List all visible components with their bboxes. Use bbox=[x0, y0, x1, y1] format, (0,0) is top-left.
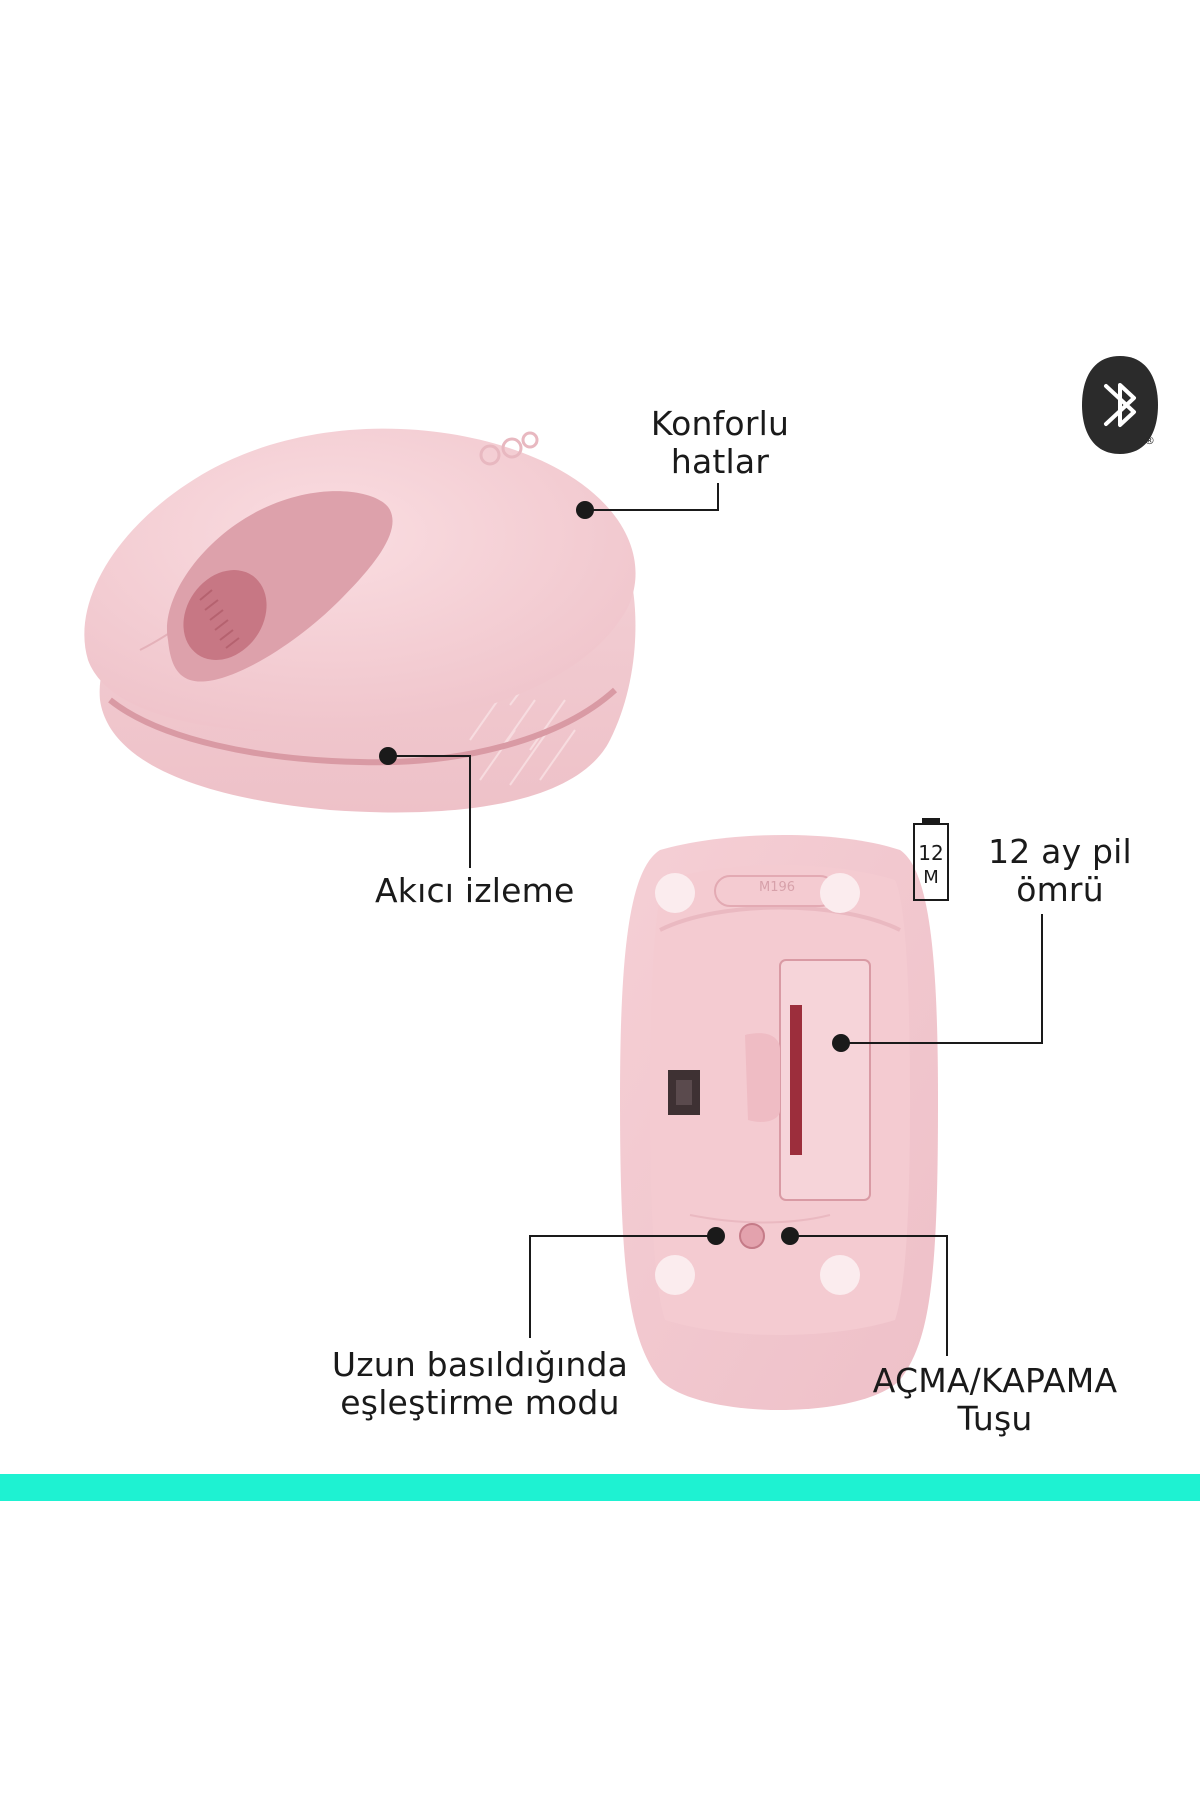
power-label-line1: AÇMA/KAPAMA bbox=[872, 1361, 1118, 1400]
callout-battery-dot bbox=[832, 1034, 850, 1052]
comfort-label-line2: hatlar bbox=[670, 442, 770, 481]
power-label-line2: Tuşu bbox=[957, 1399, 1033, 1438]
comfort-label: Konforlu hatlar bbox=[620, 405, 820, 481]
callout-power-line bbox=[790, 1235, 948, 1356]
callout-tracking-dot bbox=[379, 747, 397, 765]
callout-pairing-dot bbox=[707, 1227, 725, 1245]
callout-tracking-line bbox=[388, 755, 471, 868]
power-label: AÇMA/KAPAMA Tuşu bbox=[860, 1362, 1130, 1438]
pairing-label: Uzun basıldığında eşleştirme modu bbox=[320, 1346, 640, 1422]
accent-bar bbox=[0, 1474, 1200, 1501]
mouse-bottom-view bbox=[620, 835, 938, 1410]
callout-pairing-line bbox=[529, 1235, 716, 1338]
battery-label: 12 ay pil ömrü bbox=[975, 833, 1145, 909]
pairing-label-line1: Uzun basıldığında bbox=[331, 1345, 629, 1384]
battery-icon-unit: M bbox=[923, 867, 939, 888]
battery-label-line2: ömrü bbox=[1016, 870, 1104, 909]
battery-label-line1: 12 ay pil bbox=[988, 832, 1132, 871]
battery-icon bbox=[913, 818, 949, 901]
model-label: M196 bbox=[758, 880, 796, 895]
callout-battery-line bbox=[841, 914, 1043, 1044]
bluetooth-registered-mark: ® bbox=[1144, 434, 1155, 447]
bluetooth-icon bbox=[1082, 356, 1158, 454]
comfort-label-line1: Konforlu bbox=[650, 404, 790, 443]
battery-icon-value: 12 bbox=[918, 841, 944, 865]
callout-comfort-dot bbox=[576, 501, 594, 519]
pairing-label-line2: eşleştirme modu bbox=[340, 1383, 620, 1422]
tracking-label: Akıcı izleme bbox=[375, 871, 575, 910]
mouse-top-view bbox=[84, 428, 636, 813]
callout-comfort-line bbox=[585, 483, 719, 511]
callout-power-dot bbox=[781, 1227, 799, 1245]
